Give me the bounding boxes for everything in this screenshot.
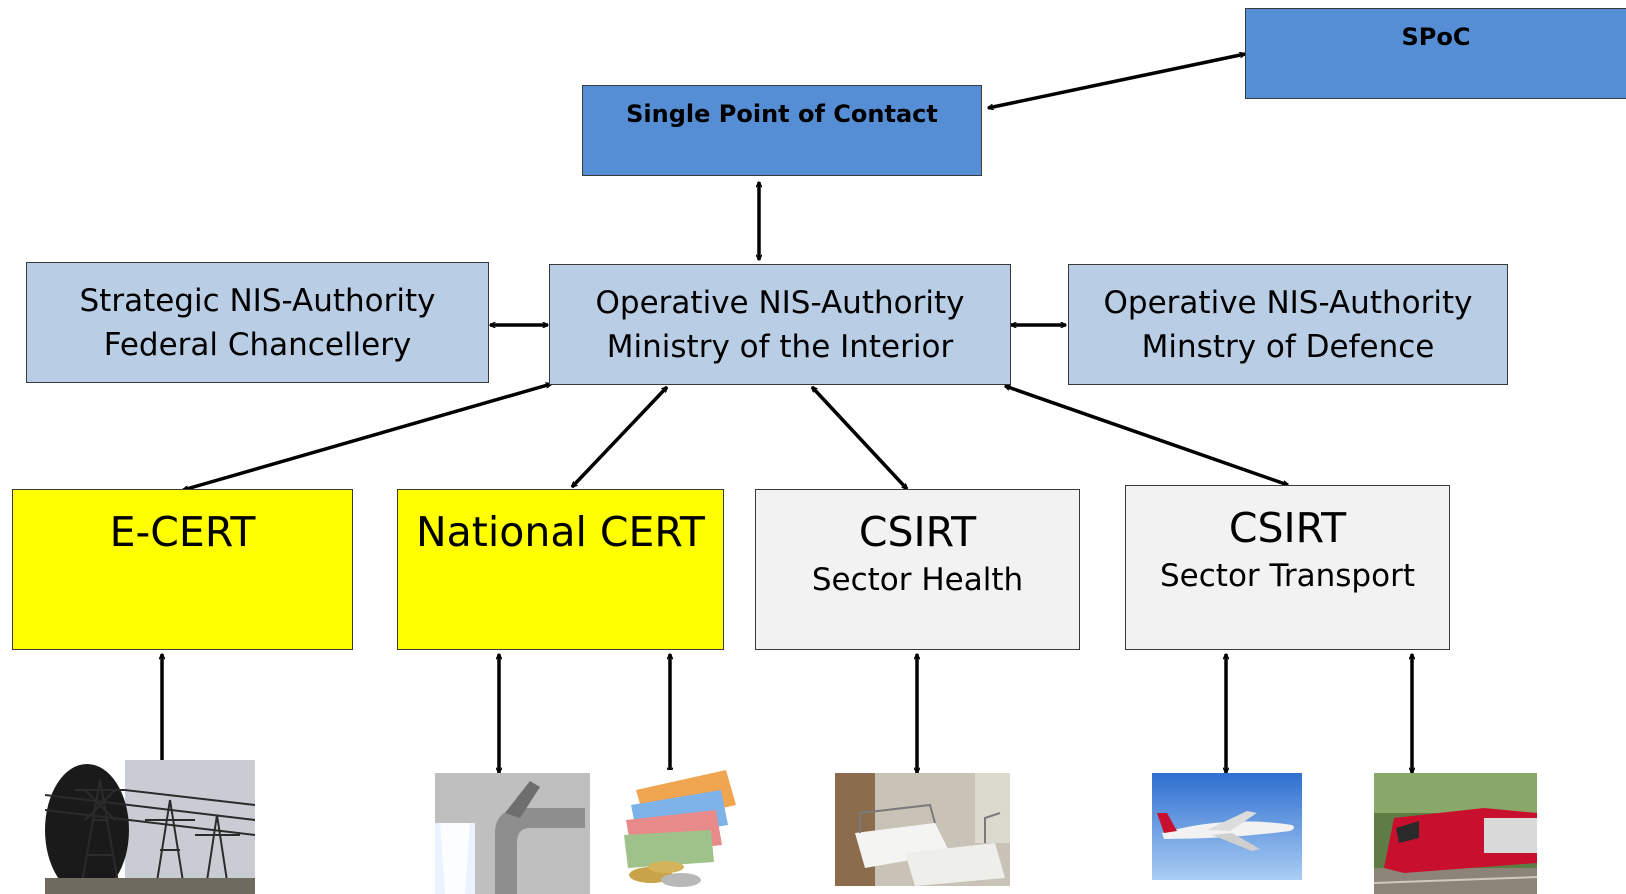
water-tap-image — [435, 773, 590, 894]
strategic-line1: Strategic NIS-Authority — [79, 282, 436, 319]
single-point-of-contact-box: Single Point of Contact — [582, 85, 982, 176]
contact-label: Single Point of Contact — [626, 100, 938, 128]
csirt-health-box: CSIRT Sector Health — [755, 489, 1080, 650]
operative-nis-interior-box: Operative NIS-Authority Ministry of the … — [549, 264, 1011, 385]
arrow-interior-ecert — [183, 384, 551, 490]
arrow-interior-national — [572, 387, 667, 487]
health-title: CSIRT — [858, 508, 977, 556]
ecert-title: E-CERT — [109, 508, 256, 556]
train-image — [1374, 773, 1537, 894]
national-cert-title: National CERT — [416, 508, 705, 556]
defence-line2: Minstry of Defence — [1141, 328, 1435, 365]
transport-title: CSIRT — [1228, 504, 1347, 552]
transport-subtitle: Sector Transport — [1160, 558, 1415, 594]
arrow-interior-health — [812, 387, 907, 489]
arrow-interior-transport — [1005, 384, 1288, 487]
defence-line1: Operative NIS-Authority — [1103, 284, 1473, 321]
spoc-label: SPoC — [1401, 23, 1471, 51]
e-cert-box: E-CERT — [12, 489, 353, 650]
arrow-contact-spoc — [988, 54, 1245, 108]
interior-line1: Operative NIS-Authority — [595, 284, 965, 321]
csirt-transport-box: CSIRT Sector Transport — [1125, 485, 1450, 650]
euro-money-image — [606, 770, 748, 894]
hospital-beds-image — [835, 773, 1010, 886]
power-lines-image — [45, 760, 255, 894]
national-cert-box: National CERT — [397, 489, 724, 650]
interior-line2: Ministry of the Interior — [606, 328, 954, 365]
operative-nis-defence-box: Operative NIS-Authority Minstry of Defen… — [1068, 264, 1508, 385]
strategic-line2: Federal Chancellery — [103, 326, 412, 363]
health-subtitle: Sector Health — [811, 562, 1024, 598]
airplane-image — [1152, 773, 1302, 880]
strategic-nis-authority-box: Strategic NIS-Authority Federal Chancell… — [26, 262, 489, 383]
spoc-box: SPoC — [1245, 8, 1626, 99]
